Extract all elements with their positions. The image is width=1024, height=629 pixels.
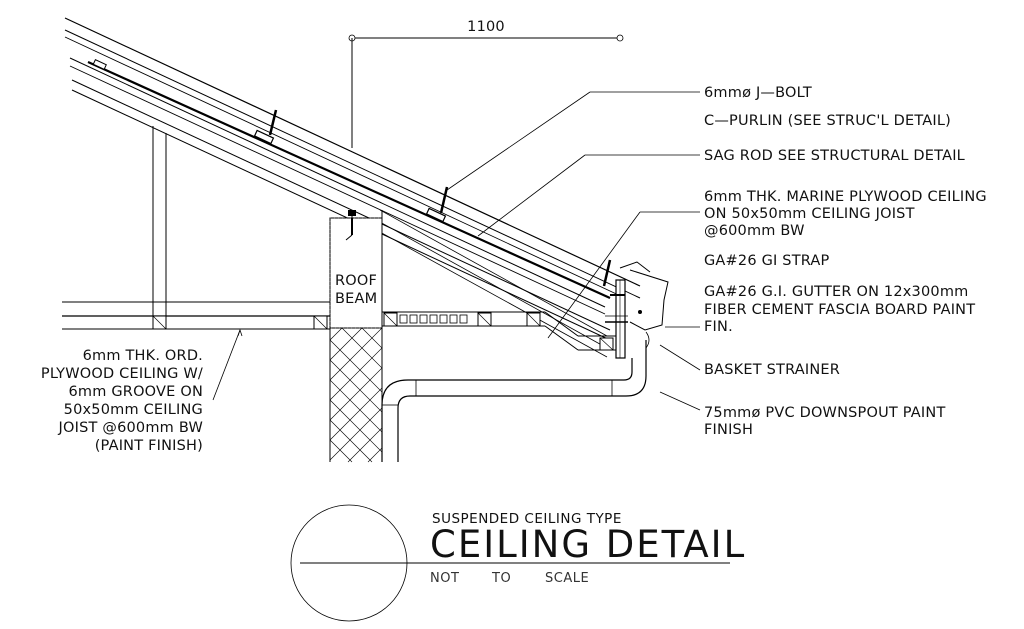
label-ord-plywood-1: 6mm THK. ORD.	[83, 348, 203, 364]
title-scale-to: TO	[491, 571, 511, 586]
label-ord-plywood-2: PLYWOOD CEILING W/	[41, 366, 203, 382]
label-gutter-1: GA#26 G.I. GUTTER ON 12x300mm	[704, 284, 969, 300]
title-scale-not: NOT	[430, 571, 459, 586]
j-bolt-symbols	[92, 58, 612, 287]
label-ord-plywood-6: (PAINT FINISH)	[95, 438, 203, 454]
dimension-value: 1100	[467, 19, 505, 35]
dimension-line	[348, 34, 624, 148]
label-basket-strainer: BASKET STRAINER	[704, 362, 840, 378]
label-marine-plywood-1: 6mm THK. MARINE PLYWOOD CEILING	[704, 189, 987, 205]
label-ord-plywood-5: JOIST @600mm BW	[58, 420, 203, 436]
label-gutter-2: FIBER CEMENT FASCIA BOARD PAINT	[704, 302, 975, 318]
roof-beam-label-2: BEAM	[335, 291, 377, 307]
label-j-bolt: 6mmø J—BOLT	[704, 85, 812, 101]
label-marine-plywood-2: ON 50x50mm CEILING JOIST	[704, 206, 915, 222]
label-marine-plywood-3: @600mm BW	[704, 223, 805, 239]
downspout-pipe	[381, 331, 650, 462]
label-c-purlin: C—PURLIN (SEE STRUC'L DETAIL)	[704, 113, 951, 129]
roof-beam-label-1: ROOF	[335, 273, 377, 289]
roof-assembly	[64, 17, 641, 358]
label-gutter-3: FIN.	[704, 319, 733, 335]
wall-hatch	[329, 327, 383, 463]
label-downspout-1: 75mmø PVC DOWNSPOUT PAINT	[704, 405, 946, 421]
label-gi-strap: GA#26 GI STRAP	[704, 253, 830, 269]
label-sag-rod: SAG ROD SEE STRUCTURAL DETAIL	[704, 148, 965, 164]
ceiling-structure	[62, 126, 330, 330]
leader-lines	[212, 91, 701, 411]
roof-beam	[329, 210, 383, 330]
label-ord-plywood-4: 50x50mm CEILING	[64, 402, 203, 418]
label-ord-plywood-3: 6mm GROOVE ON	[68, 384, 203, 400]
title-main: CEILING DETAIL	[430, 523, 746, 566]
label-downspout-2: FINISH	[704, 422, 753, 438]
title-block	[290, 504, 730, 622]
eave-soffit	[382, 311, 616, 351]
title-scale-scale: SCALE	[545, 571, 589, 586]
title-subtitle: SUSPENDED CEILING TYPE	[432, 511, 622, 527]
fascia-gutter	[605, 261, 669, 359]
